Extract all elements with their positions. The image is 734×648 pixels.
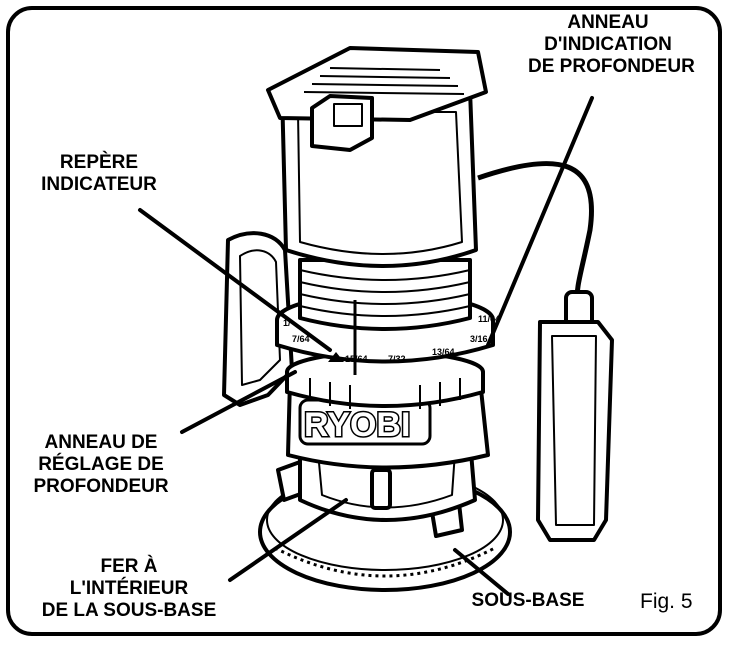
dial-mark: 1/ <box>283 318 291 328</box>
figure-caption: Fig. 5 <box>640 590 693 613</box>
leader-iron-inside-subbase <box>228 498 348 582</box>
leader-subbase <box>453 548 510 596</box>
brand-logo: RYOBI <box>304 406 410 444</box>
dial-mark: 7/64 <box>292 334 310 344</box>
dial-mark: 15/64 <box>345 354 368 364</box>
label-depth-indicator-ring: ANNEAU D'INDICATION DE PROFONDEUR <box>528 12 695 77</box>
leader-depth-indicator-ring <box>486 96 594 347</box>
dial-mark: 11/64 <box>478 314 500 324</box>
power-switch <box>310 94 374 152</box>
leader-depth-adjust-ring <box>180 370 297 434</box>
right-handle <box>536 320 614 542</box>
dial-mark: 13/64 <box>432 347 455 357</box>
index-mark-triangle <box>328 352 344 362</box>
label-iron-inside-subbase: FER À L'INTÉRIEUR DE LA SOUS-BASE <box>41 556 217 621</box>
dial-marks: 7/64 15/64 7/32 13/64 3/16 11/64 1/ <box>283 314 500 364</box>
router-bit <box>370 468 392 510</box>
motor-column <box>298 258 472 331</box>
label-subbase: SOUS-BASE <box>471 590 585 611</box>
leader-index-mark <box>138 208 332 352</box>
dial-mark: 7/32 <box>388 354 406 364</box>
label-depth-adjust-ring: ANNEAU DE RÉGLAGE DE PROFONDEUR <box>33 432 169 497</box>
label-index-mark: REPÈRE INDICATEUR <box>41 152 157 195</box>
power-cord <box>477 160 594 301</box>
dial-mark: 3/16 <box>470 334 488 344</box>
figure-frame <box>6 6 722 636</box>
